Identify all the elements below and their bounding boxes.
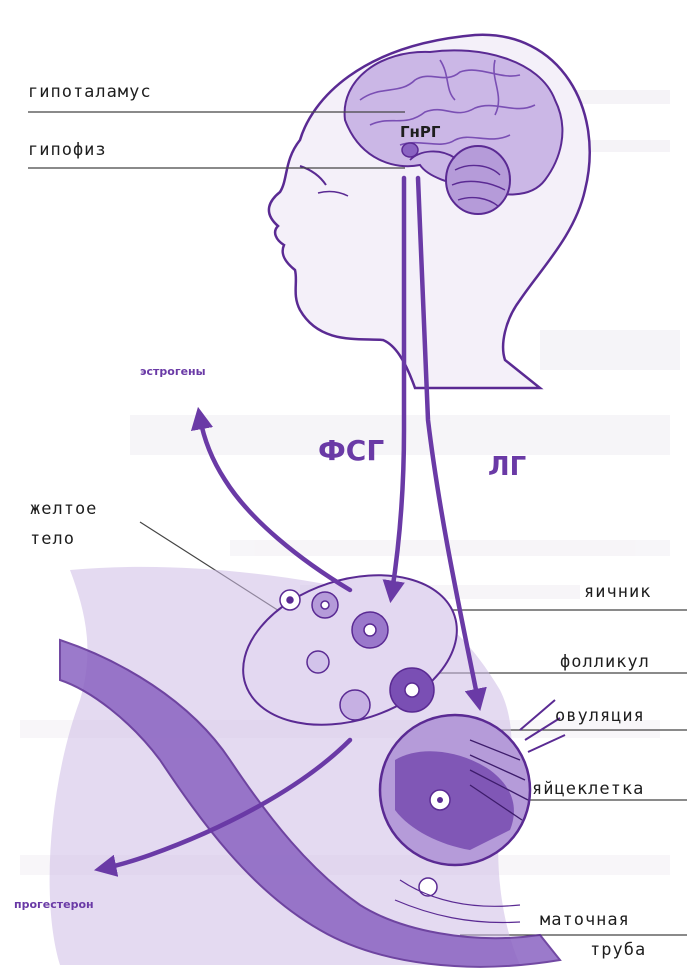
fallopian-tube-label-line2: труба <box>590 940 646 960</box>
reproductive-organs <box>50 549 565 966</box>
follicle-label: фолликул <box>560 652 650 672</box>
ovulation-label: овуляция <box>555 706 645 726</box>
gnrh-label: ГнРГ <box>400 123 440 141</box>
progesterone-label: прогестерон <box>14 898 94 911</box>
estrogens-label: эстрогены <box>140 365 206 378</box>
pituitary-label: гипофиз <box>28 140 107 160</box>
fsh-label: ФСГ <box>318 434 384 467</box>
lh-label: ЛГ <box>488 452 526 482</box>
fallopian-tube-label-line1: маточная <box>540 910 630 930</box>
corpus-luteum-label-line1: желтое <box>30 499 97 519</box>
hypothalamus-label: гипоталамус <box>28 82 152 102</box>
ovary-label: яичник <box>584 582 651 602</box>
corpus-luteum-label-line2: тело <box>30 529 75 549</box>
egg-cell-label: яйцеклетка <box>532 779 644 799</box>
